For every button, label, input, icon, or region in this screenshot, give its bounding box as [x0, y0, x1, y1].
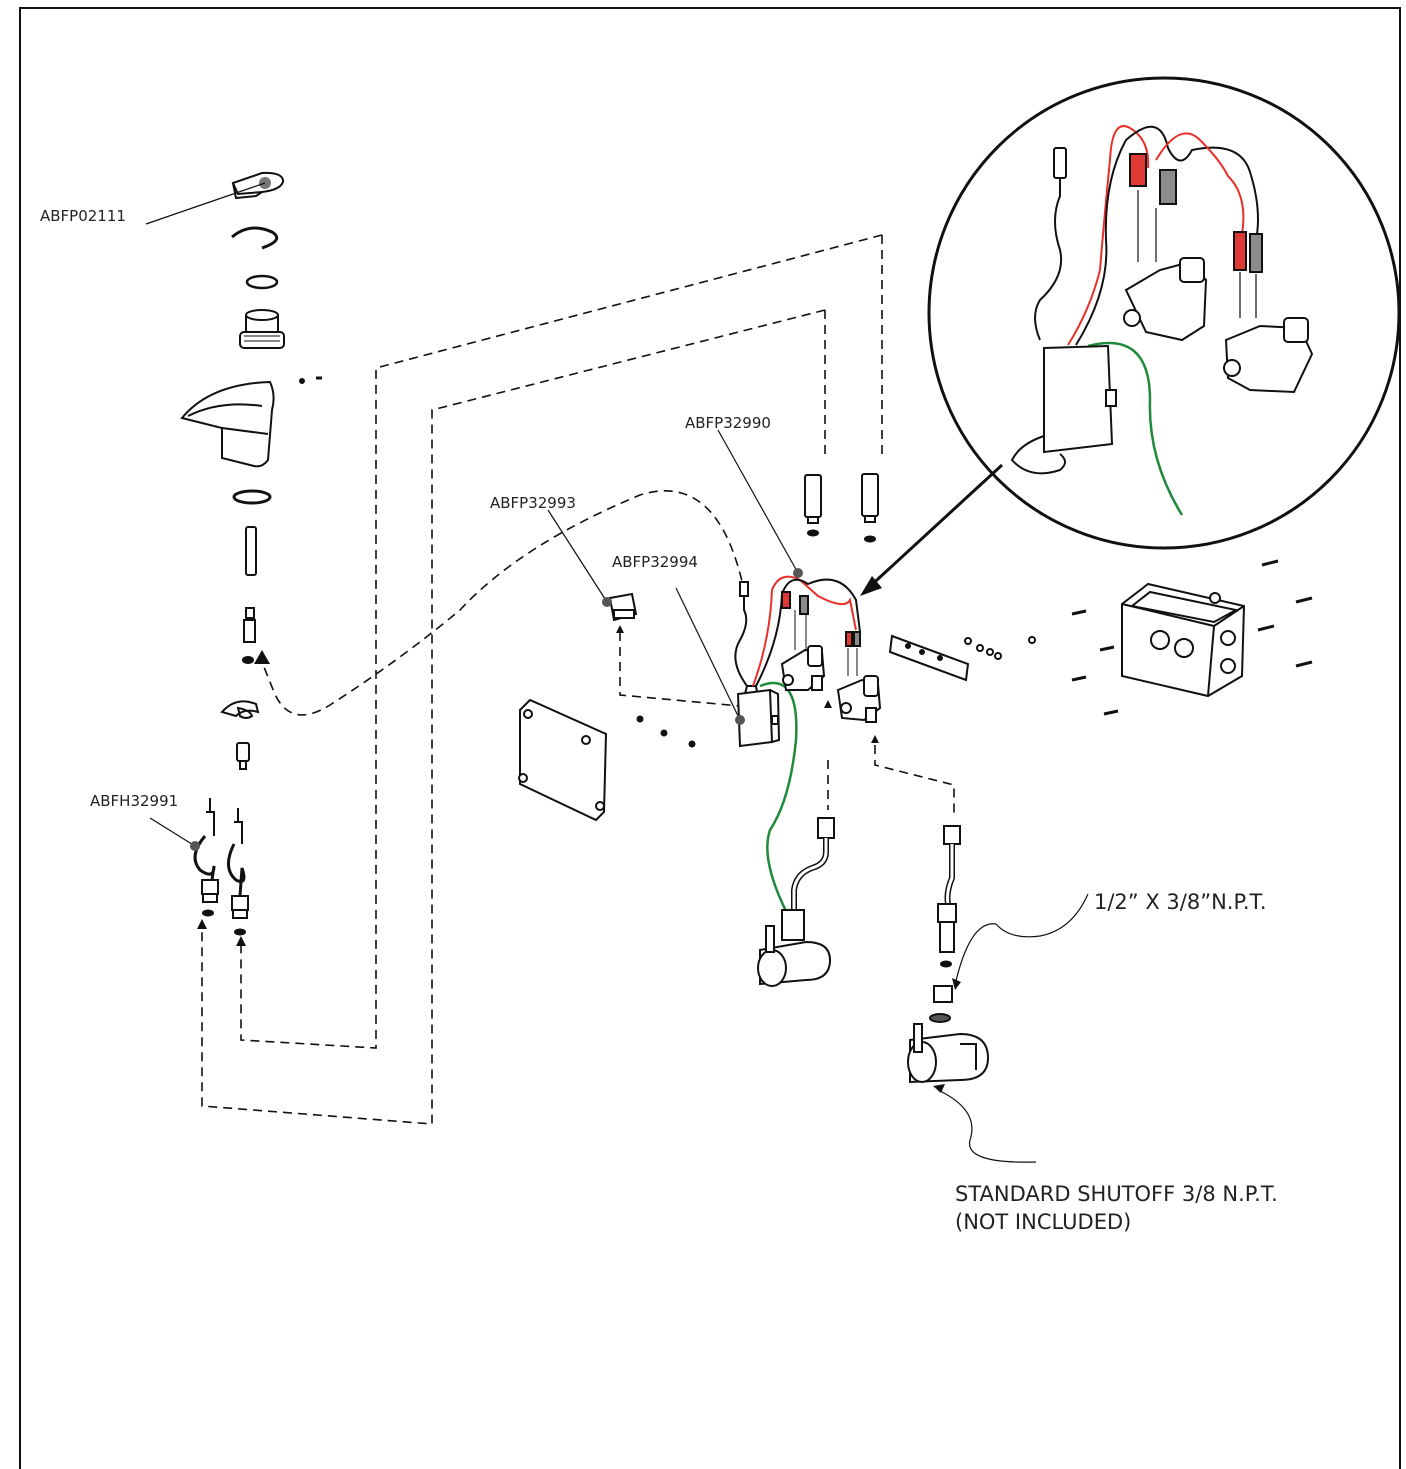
supply-and-shutoff [757, 817, 990, 1084]
aerator-cap-part [231, 171, 285, 196]
mounting-bracket-part [888, 634, 1036, 682]
cartridge-part [239, 309, 285, 349]
label-abfh32991: ABFH32991 [90, 792, 179, 810]
o-ring-part [245, 274, 279, 290]
cover-plate-part [518, 698, 696, 822]
leader-lines [145, 182, 1089, 1163]
detail-callout [860, 76, 1401, 596]
drawing-border [19, 7, 1401, 1469]
leader-dots [190, 568, 803, 851]
spout-body-part [180, 380, 275, 468]
label-abfp32990: ABFP32990 [685, 414, 771, 432]
supply-hoses [193, 798, 249, 936]
base-gasket-part [232, 489, 272, 505]
note-shutoff-line2: (NOT INCLUDED) [955, 1210, 1132, 1234]
note-adapter-size: 1/2” X 3/8”N.P.T. [1094, 890, 1267, 914]
label-abfp32993: ABFP32993 [490, 494, 576, 512]
sensor-fitting-part [242, 607, 256, 664]
label-abfp02111: ABFP02111 [40, 207, 126, 225]
supply-tube-part [245, 526, 257, 576]
flow-arrows [197, 625, 879, 946]
label-abfp32994: ABFP32994 [612, 553, 698, 571]
note-shutoff-line1: STANDARD SHUTOFF 3/8 N.P.T. [955, 1182, 1278, 1206]
faucet-assembly [180, 171, 322, 770]
horseshoe-washer-part [220, 700, 260, 719]
sensor-caps [804, 473, 879, 543]
mounting-nut-part [236, 742, 250, 762]
plug-part [608, 592, 638, 622]
retaining-clip-part [231, 226, 279, 250]
junction-box-part [1071, 559, 1313, 716]
control-assembly [734, 575, 882, 916]
routing-lines [201, 234, 955, 1125]
detail-pointer-arrow [864, 463, 1004, 592]
note-arrowheads [933, 978, 961, 1093]
